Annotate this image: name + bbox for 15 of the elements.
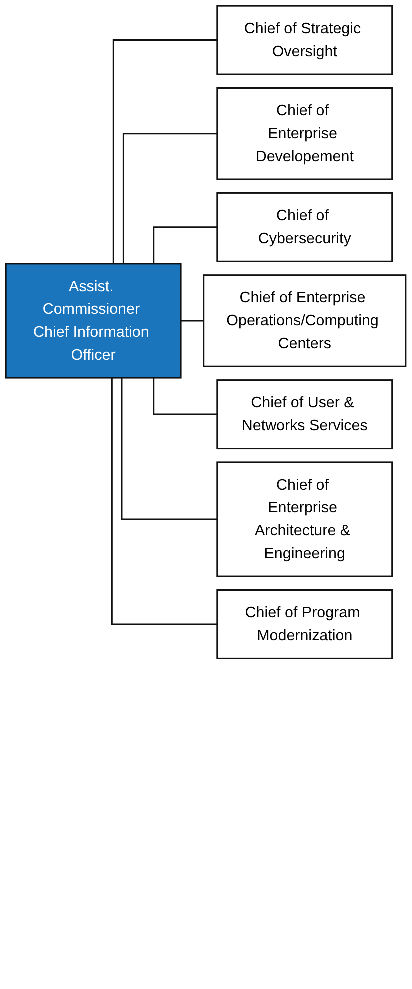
node-box: Chief of Strategic Oversight (216, 5, 394, 76)
node-box: Chief of Cybersecurity (216, 192, 394, 262)
node-box: Assist. Commissioner Chief Information Officer (5, 263, 182, 379)
connector (122, 133, 218, 264)
node-box: Chief of Enterprise Operations/Computing Centers (203, 274, 407, 368)
node-box: Chief of Enterprise Developement (216, 87, 394, 180)
connector (121, 378, 218, 520)
node-box: Chief of Enterprise Architecture & Engineering (216, 462, 394, 578)
connector (153, 226, 218, 264)
connector (153, 378, 218, 416)
connector (180, 320, 204, 322)
node-box: Chief of User & Networks Services (216, 380, 394, 450)
node-box: Chief of Program Modernization (216, 589, 394, 660)
connector (112, 40, 218, 264)
connector (111, 378, 218, 626)
